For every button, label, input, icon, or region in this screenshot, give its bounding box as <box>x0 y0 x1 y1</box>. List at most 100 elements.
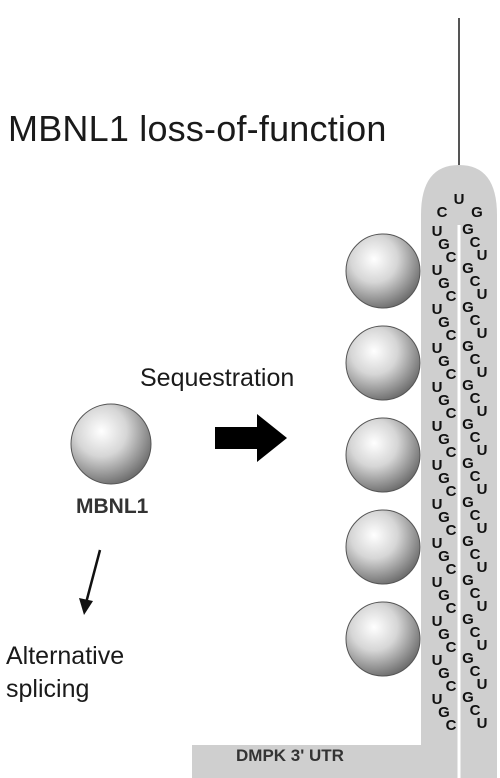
right-strand-nucleotide: U <box>477 286 488 303</box>
left-strand-nucleotide: C <box>446 522 457 539</box>
left-strand-nucleotide: G <box>438 509 450 526</box>
right-strand-nucleotide: U <box>477 637 488 654</box>
right-strand-nucleotide: U <box>477 520 488 537</box>
right-strand-nucleotide: G <box>462 377 474 394</box>
right-strand-nucleotide: G <box>462 689 474 706</box>
left-strand-nucleotide: U <box>432 535 443 552</box>
left-strand-nucleotide: C <box>446 717 457 734</box>
right-strand-nucleotide: G <box>462 650 474 667</box>
left-strand-nucleotide: G <box>438 353 450 370</box>
bound-mbnl1-sphere <box>345 325 421 401</box>
mbnl1-label: MBNL1 <box>76 495 149 518</box>
left-strand-nucleotide: U <box>432 457 443 474</box>
right-strand-nucleotide: C <box>470 234 481 251</box>
bound-mbnl1-sphere <box>345 509 421 585</box>
right-strand-nucleotide: U <box>477 325 488 342</box>
right-strand-nucleotide: U <box>477 715 488 732</box>
alt-splicing-line2: splicing <box>6 675 90 703</box>
right-strand-nucleotide: U <box>477 598 488 615</box>
left-strand-nucleotide: C <box>446 444 457 461</box>
right-strand-nucleotide: C <box>470 507 481 524</box>
right-strand-nucleotide: G <box>462 338 474 355</box>
right-strand-nucleotide: G <box>462 533 474 550</box>
left-strand-nucleotide: C <box>446 561 457 578</box>
right-strand-nucleotide: G <box>462 260 474 277</box>
left-strand-nucleotide: U <box>432 379 443 396</box>
left-strand-nucleotide: U <box>432 613 443 630</box>
right-strand-nucleotide: C <box>470 429 481 446</box>
alt-splicing-line1: Alternative <box>6 642 125 670</box>
left-strand-nucleotide: U <box>432 301 443 318</box>
left-strand-nucleotide: C <box>446 327 457 344</box>
right-strand-nucleotide: U <box>477 559 488 576</box>
left-strand-nucleotide: U <box>432 496 443 513</box>
right-strand-nucleotide: C <box>470 390 481 407</box>
free-mbnl1-sphere <box>70 403 152 485</box>
splicing-arrow-head <box>79 598 93 615</box>
left-strand-nucleotide: G <box>438 704 450 721</box>
right-strand-nucleotide: C <box>470 351 481 368</box>
left-strand-nucleotide: C <box>446 639 457 656</box>
bound-mbnl1-spheres <box>345 233 421 677</box>
right-strand-nucleotide: C <box>470 546 481 563</box>
right-strand-nucleotide: C <box>470 585 481 602</box>
left-strand-nucleotide: G <box>438 392 450 409</box>
figure-title: MBNL1 loss-of-function <box>8 108 387 149</box>
loop-nucleotide: U <box>454 191 465 208</box>
right-strand-nucleotide: G <box>462 299 474 316</box>
bound-mbnl1-sphere <box>345 417 421 493</box>
right-strand-nucleotide: C <box>470 468 481 485</box>
right-strand-nucleotide: C <box>470 702 481 719</box>
left-strand-nucleotide: G <box>438 470 450 487</box>
right-strand-nucleotide: U <box>477 364 488 381</box>
bound-mbnl1-sphere <box>345 601 421 677</box>
left-strand-nucleotide: U <box>432 223 443 240</box>
left-strand-nucleotide: G <box>438 548 450 565</box>
right-strand-nucleotide: U <box>477 247 488 264</box>
loop-nucleotide: G <box>471 204 483 221</box>
left-strand-nucleotide: C <box>446 249 457 266</box>
right-strand-nucleotide: G <box>462 611 474 628</box>
right-strand-nucleotide: G <box>462 455 474 472</box>
left-strand-nucleotide: C <box>446 366 457 383</box>
left-strand-nucleotide: G <box>438 275 450 292</box>
right-strand-nucleotide: G <box>462 221 474 238</box>
right-strand-nucleotide: C <box>470 273 481 290</box>
right-strand-nucleotide: U <box>477 481 488 498</box>
rna-hairpin <box>192 165 497 778</box>
right-strand-nucleotide: C <box>470 663 481 680</box>
right-strand-nucleotide: U <box>477 442 488 459</box>
splicing-arrow-shaft <box>84 549 102 604</box>
sequestration-label: Sequestration <box>140 364 295 392</box>
right-strand-nucleotide: G <box>462 494 474 511</box>
alternative-splicing-label: Alternative splicing <box>6 640 124 706</box>
left-strand-nucleotide: G <box>438 431 450 448</box>
right-strand-nucleotide: U <box>477 403 488 420</box>
right-strand-nucleotide: C <box>470 624 481 641</box>
left-strand-nucleotide: G <box>438 587 450 604</box>
sequestration-arrow <box>215 414 287 462</box>
left-strand-nucleotide: U <box>432 340 443 357</box>
left-strand-nucleotide: U <box>432 652 443 669</box>
left-strand-nucleotide: C <box>446 483 457 500</box>
bound-mbnl1-sphere <box>345 233 421 309</box>
right-strand-nucleotide: G <box>462 572 474 589</box>
right-strand-nucleotide: U <box>477 676 488 693</box>
left-strand-nucleotide: C <box>446 405 457 422</box>
left-strand-nucleotide: G <box>438 314 450 331</box>
left-strand-nucleotide: C <box>446 600 457 617</box>
left-strand-nucleotide: G <box>438 236 450 253</box>
left-strand-nucleotide: C <box>446 288 457 305</box>
right-strand-nucleotide: C <box>470 312 481 329</box>
left-strand-nucleotide: U <box>432 418 443 435</box>
dmpk-utr-label: DMPK 3' UTR <box>236 746 344 765</box>
left-strand-nucleotide: U <box>432 262 443 279</box>
loop-nucleotide: C <box>437 204 448 221</box>
left-strand-nucleotide: U <box>432 574 443 591</box>
left-strand-nucleotide: G <box>438 626 450 643</box>
right-strand-nucleotide: G <box>462 416 474 433</box>
left-strand-nucleotide: U <box>432 691 443 708</box>
left-strand-nucleotide: G <box>438 665 450 682</box>
